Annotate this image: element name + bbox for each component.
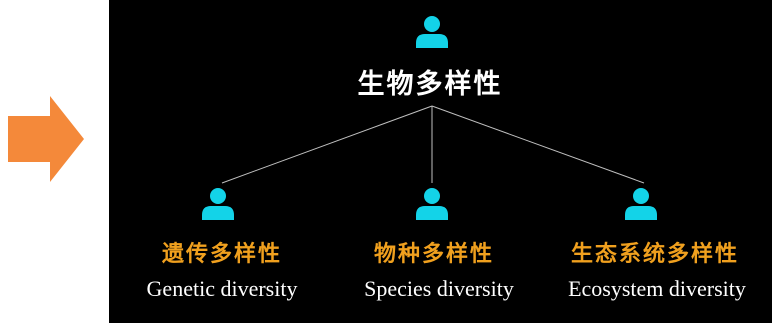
child-title-genetic: 遗传多样性 [161, 241, 283, 267]
child-title-species: 物种多样性 [373, 241, 495, 267]
person-icon [416, 188, 448, 220]
root-title: 生物多样性 [357, 69, 503, 100]
person-icon [202, 188, 234, 220]
person-icon-body [416, 34, 448, 48]
person-icon-head [210, 188, 226, 204]
person-icon-head [424, 16, 440, 32]
connector-line-ecosystem [431, 105, 645, 184]
child-subtitle-species: Species diversity [364, 276, 514, 301]
right-arrow-icon [8, 96, 84, 182]
person-icon-head [633, 188, 649, 204]
connector-line-genetic [221, 105, 433, 184]
person-icon-body [625, 206, 657, 220]
person-icon [625, 188, 657, 220]
child-title-ecosystem: 生态系统多样性 [570, 241, 740, 267]
arrow-shape [8, 96, 84, 182]
child-subtitle-genetic: Genetic diversity [146, 276, 298, 301]
person-icon-body [202, 206, 234, 220]
person-icon-head [424, 188, 440, 204]
child-subtitle-ecosystem: Ecosystem diversity [568, 276, 746, 301]
person-icon [416, 16, 448, 48]
diagram-panel: 生物多样性 遗传多样性 Genetic diversity 物种多样性 Spec… [109, 0, 772, 323]
connector-lines [221, 105, 645, 184]
person-icon-body [416, 206, 448, 220]
